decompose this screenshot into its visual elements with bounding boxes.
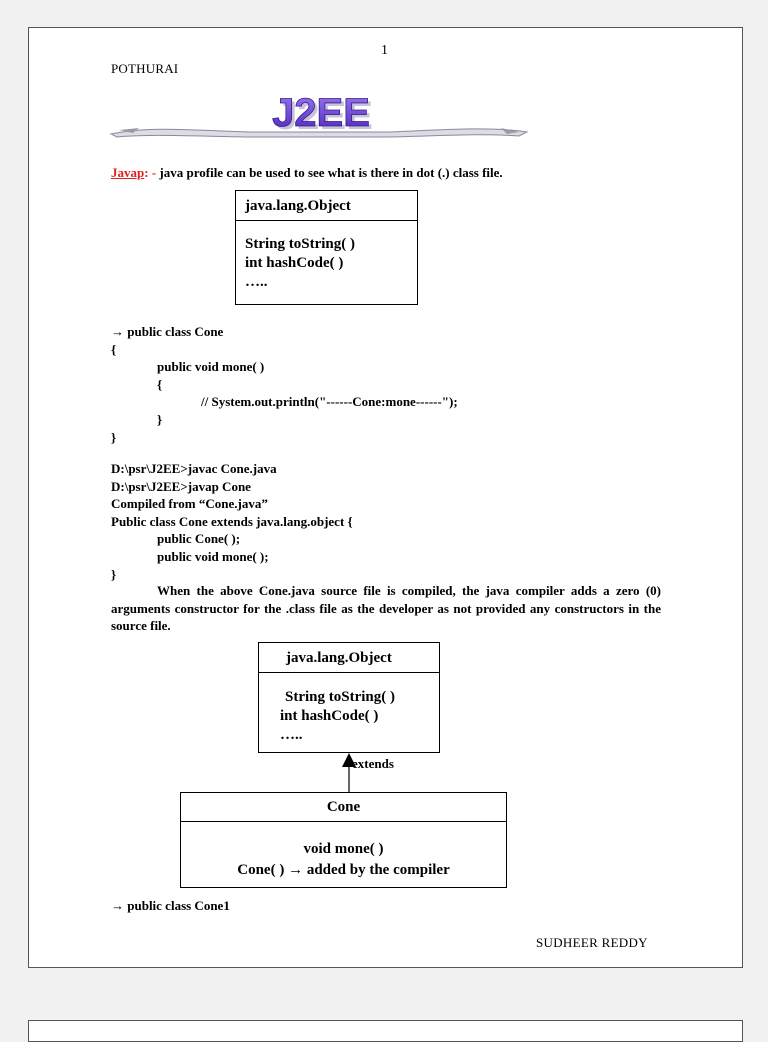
header-author: POTHURAI [111,61,179,76]
cone-box: Cone void mone( ) Cone( ) → added by the… [180,792,507,888]
intro-text: java profile can be used to see what is … [159,165,503,180]
cone-box-title: Cone [181,793,506,822]
object-box-1-line-3: ….. [245,274,268,290]
code-block-2: → public class Cone1 [111,898,230,913]
logo-text: J2EE [275,94,373,138]
console-output: D:\psr\J2EE>javac Cone.java D:\psr\J2EE>… [111,460,353,583]
explanation-paragraph: When the above Cone.java source file is … [111,583,661,634]
j2ee-logo: J2EE J2EE [109,91,529,138]
code-line: } [111,429,117,445]
console-line: D:\psr\J2EE>javac Cone.java [111,461,277,476]
extends-arrow [342,753,356,793]
console-line: Public class Cone extends java.lang.obje… [111,513,353,529]
code-line: public void mone( ) [157,359,265,375]
code-block-1: → public class Cone { public void mone( … [111,323,458,446]
code-line: → public class Cone [111,324,224,339]
cone-box-line-1: void mone( ) [303,841,384,857]
page-number: 1 [381,43,388,58]
intro-line: Javap: - java profile can be used to see… [111,165,503,181]
console-line: public Cone( ); [157,531,241,547]
object-box-1-line-1: String toString( ) [245,236,355,252]
console-line: public void mone( ); [157,548,269,564]
logo-text-front: J2EE [272,91,370,135]
object-box-1: java.lang.Object String toString( ) int … [235,190,418,305]
code-line: } [157,411,163,427]
object-box-2-line-3: ….. [280,727,303,743]
console-line: D:\psr\J2EE>javap Cone [111,478,251,494]
extends-label: extends [352,756,394,771]
next-page-edge [28,1020,743,1042]
console-line: } [111,566,117,582]
code-line: // System.out.println("------Cone:mone--… [201,394,458,410]
object-box-1-title: java.lang.Object [236,191,417,221]
object-box-2-line-2: int hashCode( ) [280,708,379,724]
object-box-2: java.lang.Object String toString( ) int … [258,642,440,753]
javap-dash: : - [144,165,157,180]
code-line: { [111,341,117,357]
object-box-1-line-2: int hashCode( ) [245,255,344,271]
cone-box-line-2: Cone( ) → added by the compiler [237,862,450,878]
console-line: Compiled from “Cone.java” [111,496,268,512]
document-page: 1 POTHURAI J2EE J2EE Javap: - java profi… [28,27,743,968]
code-line: { [157,376,163,392]
object-box-2-title: java.lang.Object [259,643,439,673]
footer-author: SUDHEER REDDY [536,935,648,950]
javap-keyword: Javap [111,165,145,180]
object-box-2-line-1: String toString( ) [285,689,395,705]
